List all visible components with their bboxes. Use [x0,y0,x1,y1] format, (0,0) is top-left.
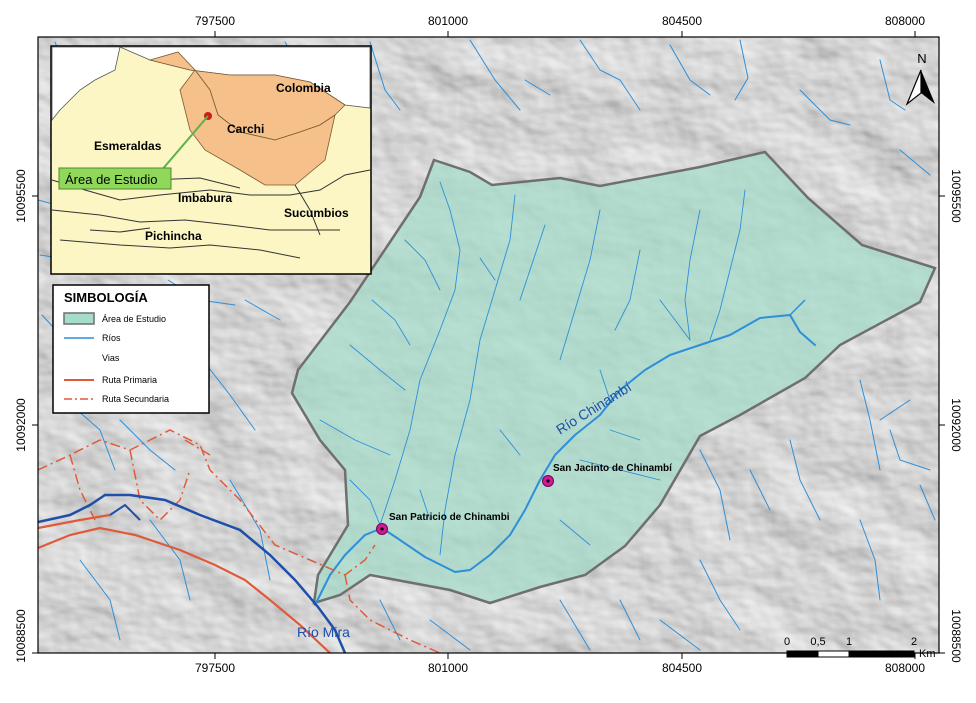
north-arrow-icon [905,69,935,106]
y-label-left-1: 10095500 [14,169,28,223]
inset-ocean [51,46,121,122]
y-label-left-3: 10088500 [14,609,28,663]
inset-label-esmeraldas: Esmeraldas [94,139,162,153]
legend-label-rios: Ríos [102,333,121,343]
x-label-top-2: 801000 [428,14,468,28]
inset-label-pichincha: Pichincha [145,229,202,243]
village-marker-icon [376,523,388,535]
x-label-top-4: 808000 [885,14,925,28]
y-label-right-3: 10088500 [949,609,963,663]
label-san-jacinto: San Jacinto de Chinambí [553,463,673,474]
inset-carchi-region-south [179,69,336,186]
scale-tick-0: 0 [784,636,790,648]
scale-unit: Km [919,648,936,660]
x-label-bottom-3: 804500 [662,661,702,675]
inset-label-carchi: Carchi [227,122,264,136]
x-label-bottom-4: 808000 [885,661,925,675]
rio-mira-branch [109,503,141,521]
rio-chinambi-branch [789,299,806,316]
scale-tick-2: 2 [911,636,917,648]
legend-label-ruta-primaria: Ruta Primaria [102,375,157,385]
y-label-right-1: 10095500 [949,169,963,223]
primary-roads [38,513,331,653]
legend-title: SIMBOLOGÍA [64,290,148,305]
map-frame [37,36,940,654]
x-label-top-3: 804500 [662,14,702,28]
legend-label-vias: Vias [102,353,120,363]
label-rio-mira: Río Mira [297,624,350,640]
x-label-bottom-2: 801000 [428,661,468,675]
grid-ticks [32,31,945,659]
scale-tick-0-5: 0,5 [810,636,825,648]
north-label: N [917,51,926,66]
inset-label-sucumbios: Sucumbios [284,206,349,220]
y-label-left-2: 10092000 [14,398,28,452]
x-label-top-1: 797500 [195,14,235,28]
legend-box [52,284,210,414]
inset-label-imbabura: Imbabura [178,191,232,205]
x-label-bottom-1: 797500 [195,661,235,675]
label-san-patricio: San Patricio de Chinambi [389,512,510,523]
rio-mira-line [38,493,347,653]
callout-text: Área de Estudio [65,172,158,187]
village-marker-icon [542,475,554,487]
legend-label-ruta-secundaria: Ruta Secundaria [102,394,169,404]
study-area-polygon [290,150,937,605]
scale-tick-1: 1 [846,636,852,648]
tributaries [319,181,746,556]
inset-map: Área de Estudio Colombia Carchi Esmerald… [50,45,372,275]
scale-bar [786,650,915,658]
legend-label-study-area: Área de Estudio [102,314,166,324]
legend: SIMBOLOGÍA Área de Estudio Ríos Vias Rut… [52,284,210,414]
callout-box [58,167,172,190]
inset-label-colombia: Colombia [276,81,331,95]
secondary-roads [38,429,441,653]
legend-study-area-swatch [63,312,95,325]
y-label-right-2: 10092000 [949,398,963,452]
